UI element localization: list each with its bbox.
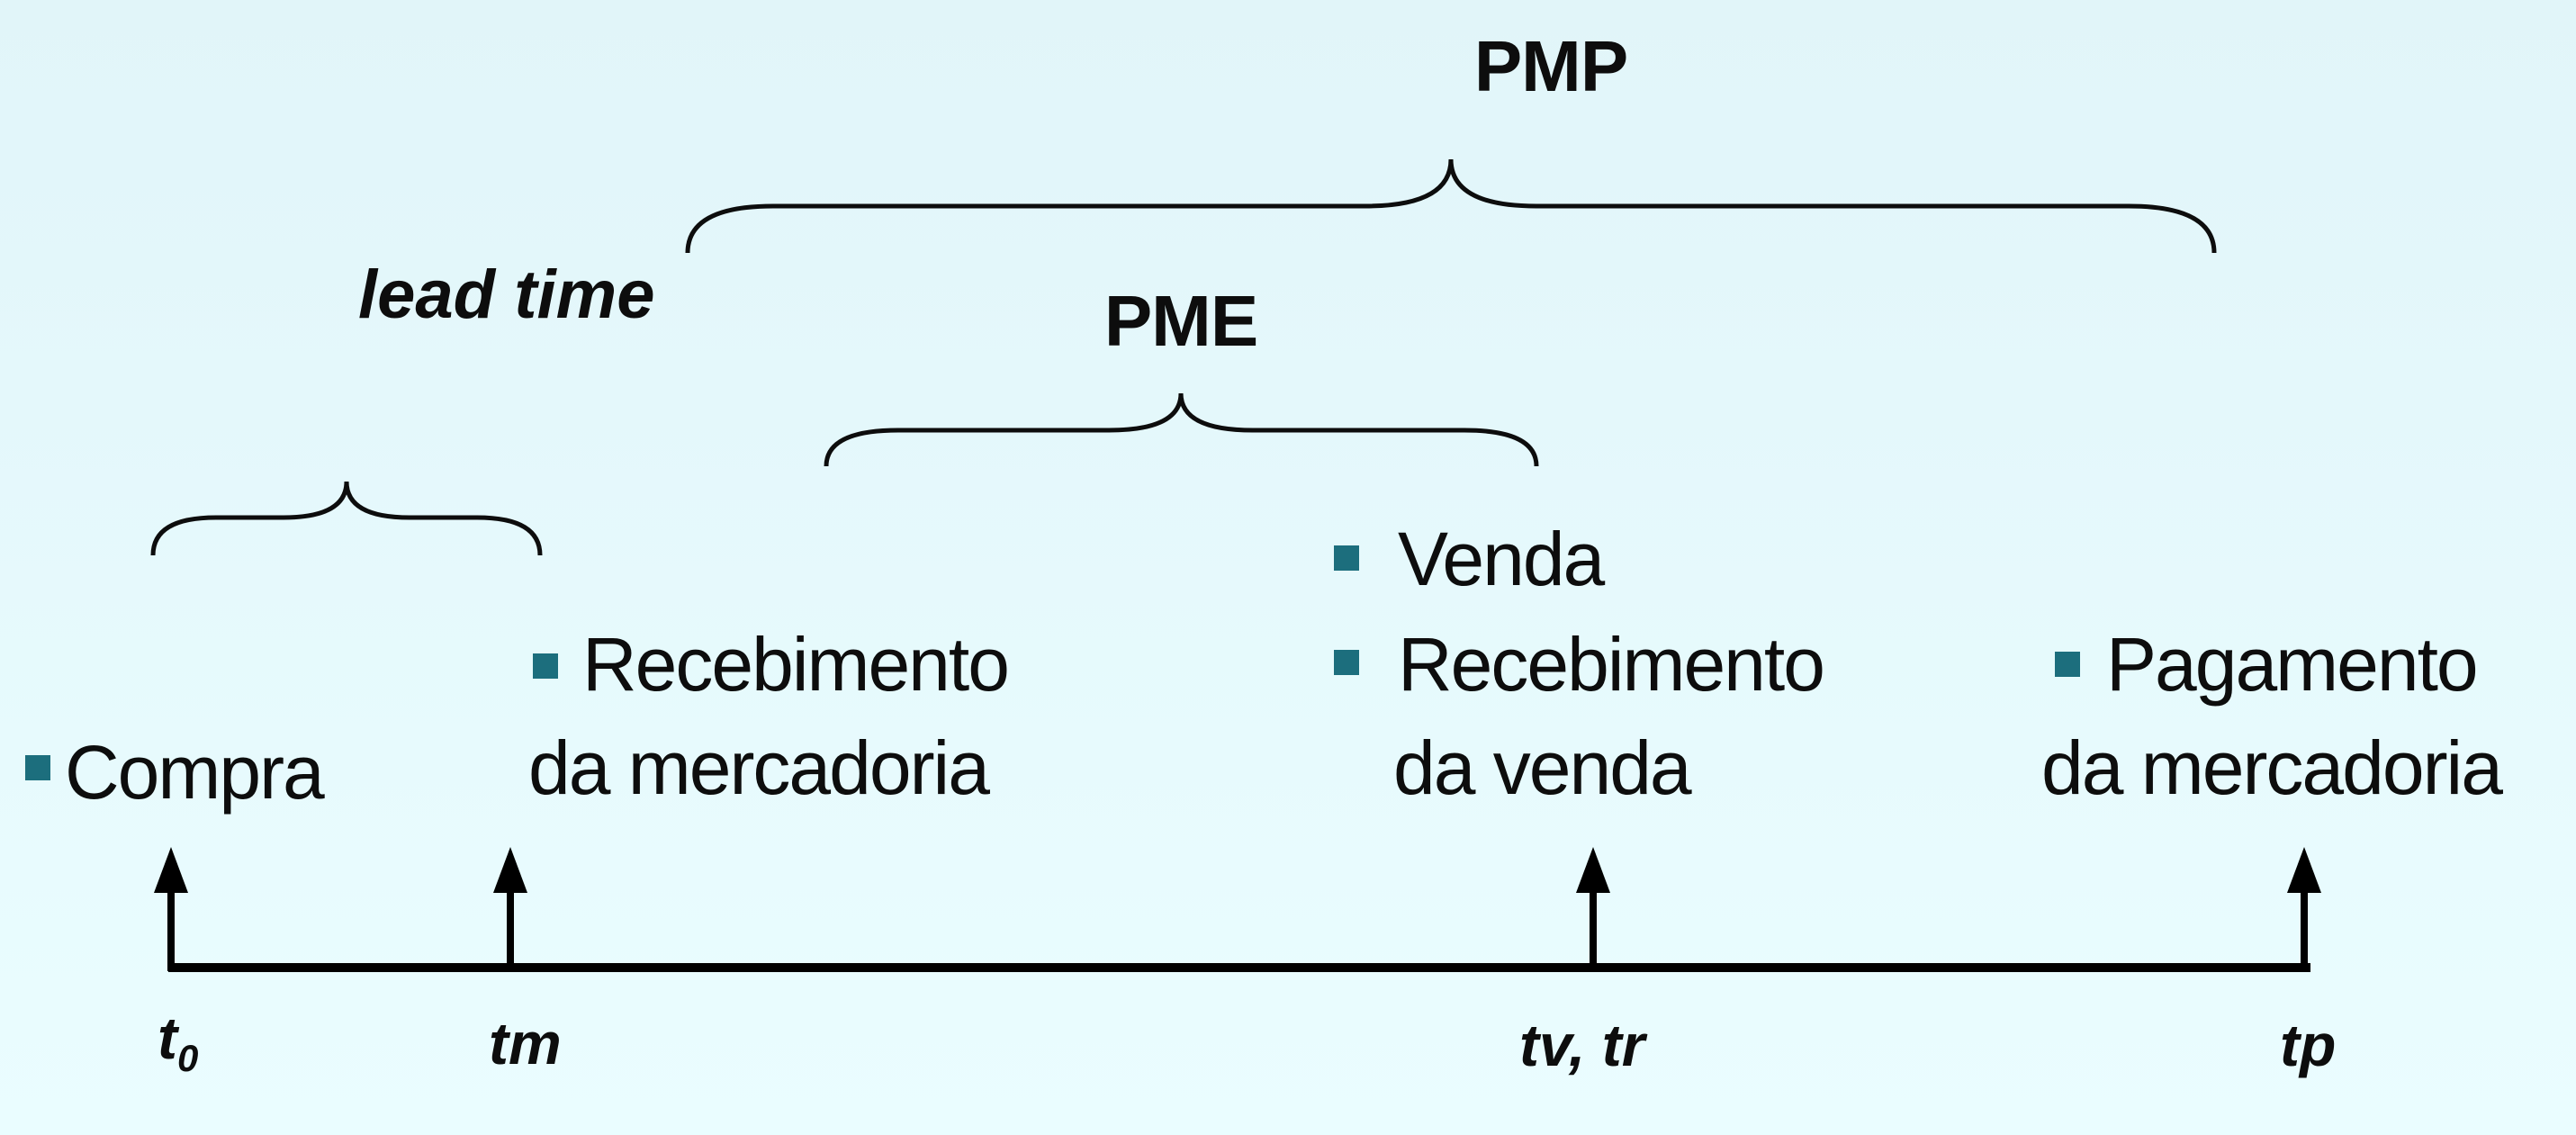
arrow-tp — [2287, 847, 2321, 971]
event-venda: Venda — [1398, 517, 1605, 601]
pmp-label: PMP — [1473, 26, 1628, 106]
lead-time-brace — [150, 481, 543, 556]
event-compra: Compra — [65, 730, 325, 815]
tick-label-tv-tr: tv, tr — [1519, 1012, 1645, 1078]
tick-label-t0-base: t — [158, 1004, 177, 1071]
arrow-tm — [493, 847, 527, 971]
tick-label-tm: tm — [489, 1010, 562, 1076]
lead-time-label: lead time — [358, 257, 655, 333]
event-pagamento-line1: Pagamento — [2106, 622, 2479, 707]
bullet-icon — [1334, 650, 1359, 675]
event-pagamento-line2: da mercadoria — [2041, 725, 2503, 810]
tick-label-t0-sub: 0 — [176, 1037, 199, 1080]
event-recebimento-mercadoria-line2: da mercadoria — [528, 725, 990, 810]
bullet-icon — [25, 755, 50, 780]
pme-label: PME — [1103, 281, 1258, 361]
arrow-tv-tr — [1576, 847, 1610, 971]
tick-label-tp: tp — [2280, 1012, 2337, 1078]
pmp-brace — [685, 158, 2217, 254]
pme-brace — [824, 392, 1539, 467]
bullet-icon — [2055, 652, 2080, 677]
event-recebimento-mercadoria-line1: Recebimento — [582, 622, 1010, 707]
bullet-icon — [1334, 545, 1359, 571]
arrow-t0 — [154, 847, 188, 971]
tick-label-t0: t0 — [158, 1008, 198, 1077]
event-recebimento-venda-line2: da venda — [1393, 725, 1692, 810]
bullet-icon — [533, 653, 558, 679]
event-recebimento-venda-line1: Recebimento — [1398, 622, 1825, 707]
